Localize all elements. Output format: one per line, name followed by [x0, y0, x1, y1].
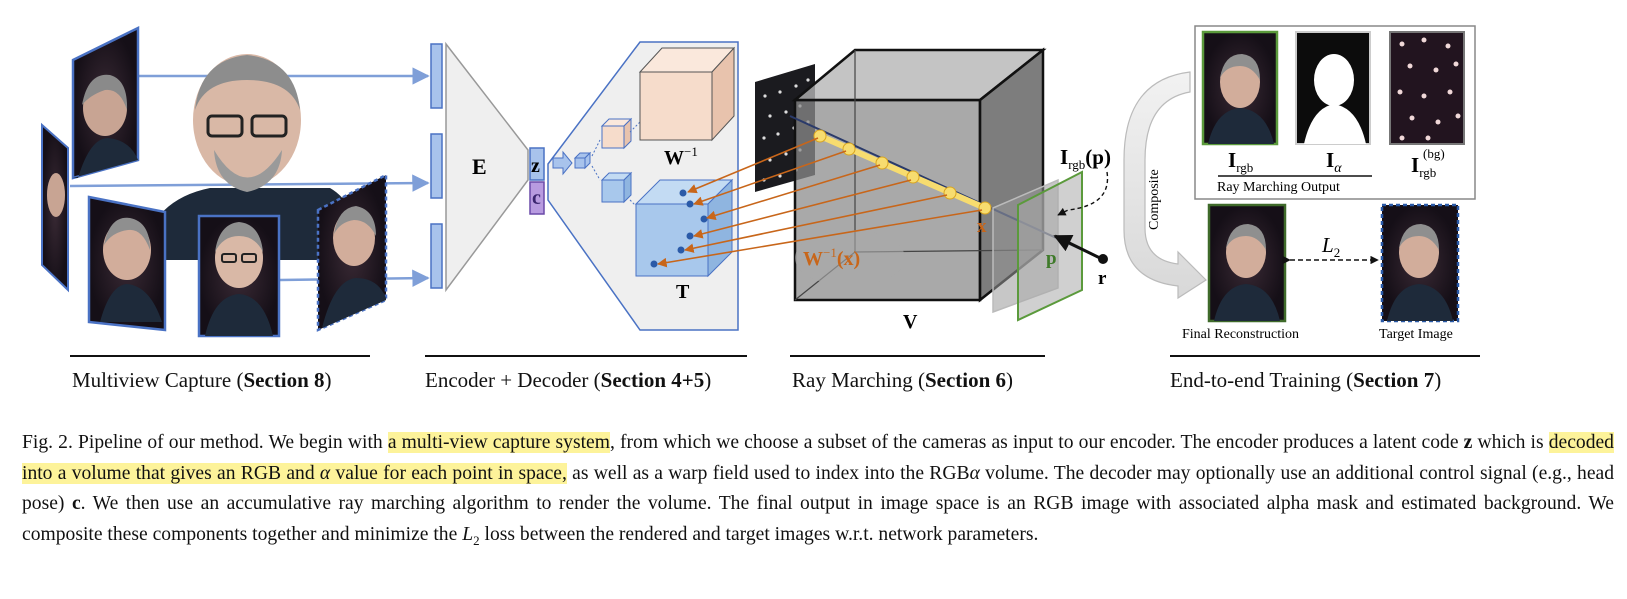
camera-view-4: [197, 214, 281, 338]
composite-arrow: [1123, 71, 1207, 300]
warp-arrows: [657, 137, 983, 268]
section-rule-training: [1170, 355, 1480, 357]
composite-label: Composite: [1147, 169, 1162, 230]
section-rule-encdec: [425, 355, 747, 357]
output-bg-sup: (bg): [1423, 146, 1445, 161]
loss-label: L2: [1321, 233, 1340, 260]
encoder-decoder: E z c: [430, 41, 739, 331]
camera-view-5: [316, 172, 388, 332]
output-rgb-label: Irgb: [1228, 148, 1253, 175]
control-c-label: c: [532, 187, 541, 209]
latent-z-box: [529, 147, 545, 181]
point-x-label: x: [977, 216, 987, 237]
section-label-capture: Multiview Capture (Section 8): [72, 368, 332, 392]
irgb-p-label: Irgb(p): [1060, 145, 1111, 172]
section-label-raymarch: Ray Marching (Section 6): [792, 368, 1014, 392]
encoder-block: [445, 41, 529, 293]
figure-caption: Fig. 2. Pipeline of our method. We begin…: [22, 432, 1615, 548]
ray-marching-output-label: Ray Marching Output: [1217, 180, 1340, 195]
warp-field-cube: [638, 46, 736, 142]
control-c-box: [529, 181, 545, 215]
output-bg-label: Irgb: [1411, 153, 1436, 180]
warp-inv-label: W−1: [664, 144, 698, 169]
multiview-capture: [41, 25, 430, 338]
output-background-image: [1389, 31, 1465, 145]
ray-marching-output-box: [1194, 25, 1476, 200]
final-reconstruction-label: Final Reconstruction: [1182, 327, 1299, 342]
pipeline-figure: E z c: [41, 25, 1476, 342]
encoder-label: E: [472, 154, 487, 179]
pixel-p-label: p: [1046, 248, 1057, 269]
section-rule-capture: [70, 355, 370, 357]
output-alpha-label: Iα: [1326, 148, 1342, 176]
target-image-label: Target Image: [1379, 327, 1453, 342]
latent-z-label: z: [531, 155, 540, 177]
end-to-end-training: Irgb Iα Irgb (bg) Ray Marching Output Co…: [1123, 25, 1476, 342]
ray-marching: V W−1(x) x p r: [657, 47, 1111, 333]
ray-r-label: r: [1098, 268, 1107, 289]
template-label: T: [676, 281, 690, 303]
section-label-encdec: Encoder + Decoder (Section 4+5): [425, 368, 712, 392]
camera-view-1: [71, 25, 140, 180]
volume-label: V: [903, 311, 918, 333]
camera-view-2: [41, 122, 69, 293]
highlight-capture-system: a multi-view capture system: [387, 432, 610, 453]
camera-view-3: [87, 195, 167, 332]
background-lights: [1397, 37, 1461, 141]
section-rule-raymarch: [790, 355, 1045, 357]
warp-x-label: W−1(x): [803, 245, 860, 270]
section-label-training: End-to-end Training (Section 7): [1170, 368, 1442, 392]
ray-origin: [1098, 254, 1108, 264]
